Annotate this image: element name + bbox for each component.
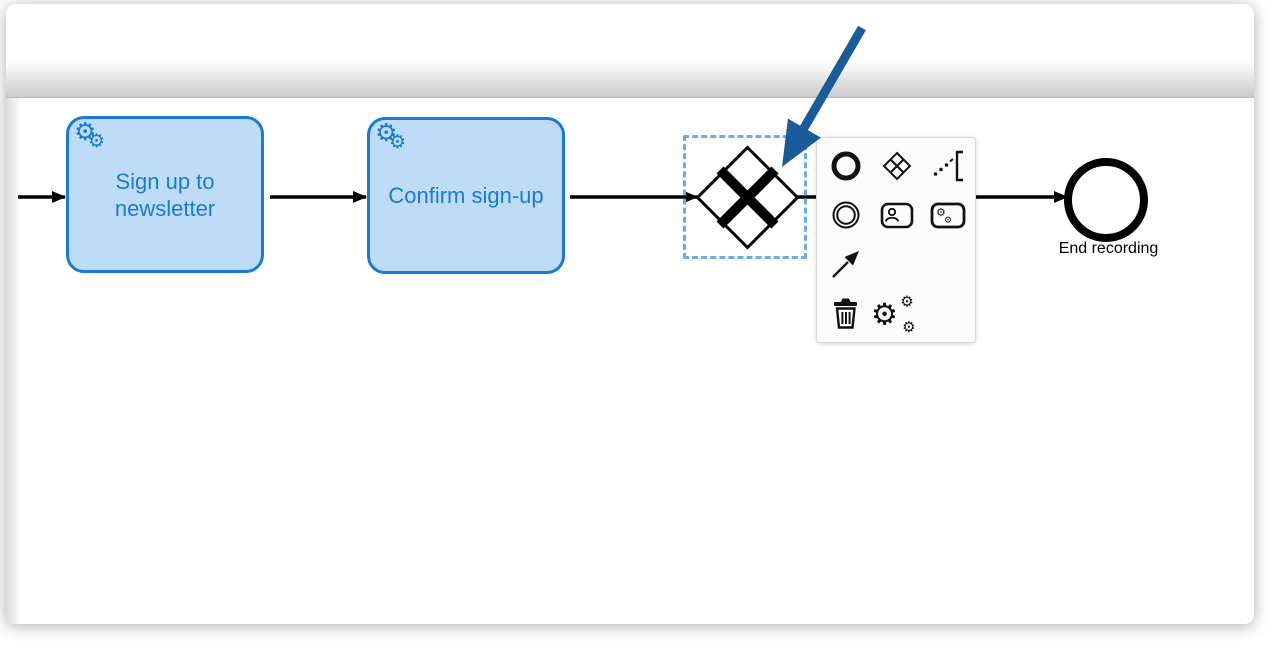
intermediate-event-icon xyxy=(832,201,859,228)
end-event[interactable] xyxy=(1064,158,1148,242)
append-intermediate-event-button[interactable] xyxy=(821,191,870,238)
service-task-gear-icon: ⚙ ⚙ xyxy=(375,118,407,153)
append-text-annotation-button[interactable] xyxy=(923,142,972,189)
append-service-task-button[interactable]: ⚙ ⚙ xyxy=(923,191,972,238)
delete-button[interactable] xyxy=(821,289,870,336)
gears-icon: ⚙ ⚙ ⚙ xyxy=(871,292,916,335)
end-event-icon xyxy=(831,151,860,180)
connect-tool-button[interactable] xyxy=(821,240,870,287)
text-annotation-icon xyxy=(933,150,963,181)
diagram-flows-layer xyxy=(18,145,1068,250)
connection-arrow-icon xyxy=(831,250,859,278)
service-task-icon: ⚙ ⚙ xyxy=(930,202,965,228)
gateway-icon xyxy=(882,151,911,180)
append-user-task-button[interactable] xyxy=(872,191,921,238)
service-task-gear-icon: ⚙ ⚙ xyxy=(74,117,106,152)
svg-text:⚙: ⚙ xyxy=(944,216,952,226)
exclusive-gateway[interactable] xyxy=(695,145,800,250)
selection-outline xyxy=(683,135,807,259)
append-gateway-button[interactable] xyxy=(872,142,921,189)
screenshot-top-seam-shadow xyxy=(6,60,1254,98)
screenshot-left-seam-shadow xyxy=(6,98,22,624)
task-label: Sign up to xyxy=(115,168,215,194)
svg-text:⚙: ⚙ xyxy=(902,317,916,334)
svg-text:⚙: ⚙ xyxy=(936,206,946,219)
task-label: newsletter xyxy=(114,195,216,221)
svg-text:⚙: ⚙ xyxy=(871,297,898,332)
end-event-label: End recording xyxy=(1058,240,1159,257)
settings-button[interactable]: ⚙ ⚙ ⚙ xyxy=(871,289,920,336)
task-confirm-sign-up[interactable]: ⚙ ⚙ Confirm sign-up xyxy=(367,117,565,274)
gateway-x-marker xyxy=(716,166,779,229)
task-label: Confirm sign-up xyxy=(388,183,544,208)
trash-icon xyxy=(833,298,857,329)
slide-card: ⚙ ⚙ Sign up to newsletter ⚙ ⚙ Confirm si… xyxy=(6,4,1254,624)
task-sign-up-to-newsletter[interactable]: ⚙ ⚙ Sign up to newsletter xyxy=(66,116,264,273)
append-end-event-button[interactable] xyxy=(821,142,870,189)
user-task-icon xyxy=(880,202,913,228)
context-pad: ⚙ ⚙ ⚙ ⚙ ⚙ xyxy=(816,137,976,343)
svg-text:⚙: ⚙ xyxy=(900,292,914,310)
